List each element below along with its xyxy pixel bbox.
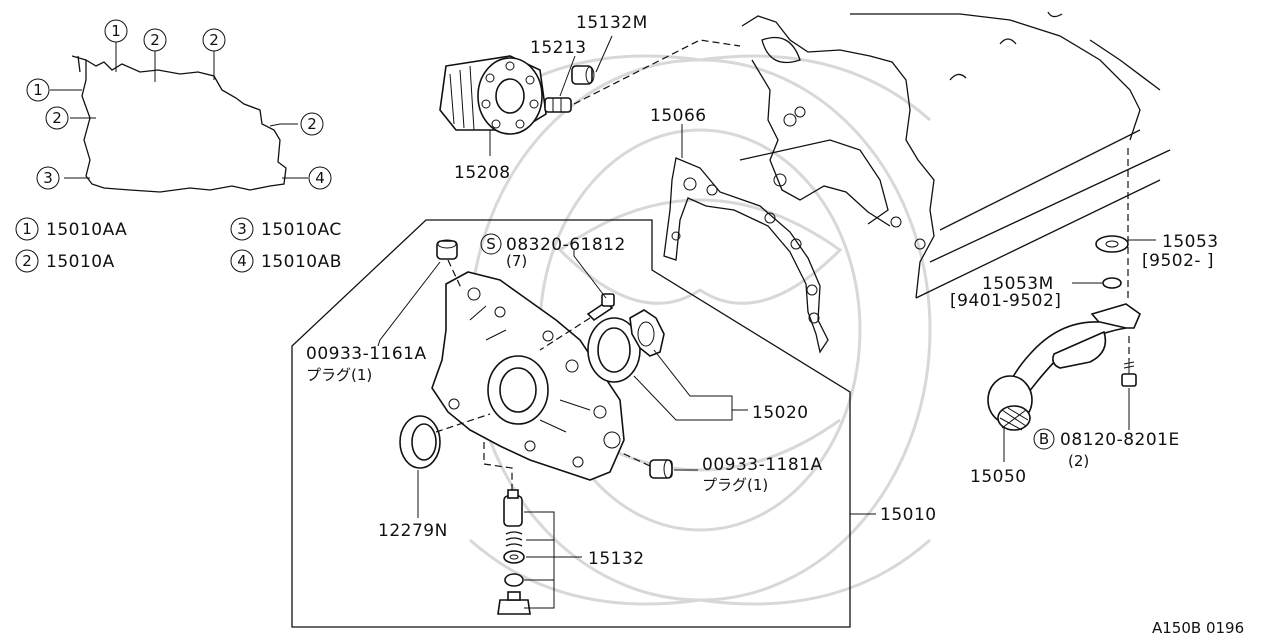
symbol-b: B [1033,428,1055,450]
filter-stud [544,97,572,113]
desc-00933-1161A: プラグ(1) [306,366,372,384]
svg-text:2: 2 [307,115,317,133]
svg-text:S: S [486,235,496,253]
dash-filter-to-block [573,39,741,105]
oil-filter [439,55,547,135]
gasket-marker-4: 1 [26,78,50,102]
svg-text:15010AC: 15010AC [261,220,342,240]
desc-00933-1181A: プラグ(1) [702,476,768,494]
gasket-leaders [50,42,308,179]
pump-gear-outer [587,317,641,383]
legend-item-4: 4 15010AB [230,249,342,273]
leader-15132M [595,35,613,73]
legend-item-1: 1 15010AA [15,217,127,241]
relief-cap [497,591,531,615]
label-15053M: 15053M [982,274,1054,294]
dash-plug-lower [619,451,651,467]
relief-washer-2 [504,573,524,587]
gasket-marker-5: 2 [45,106,69,130]
svg-text:15010AB: 15010AB [261,252,342,272]
svg-text:15010AA: 15010AA [46,220,127,240]
label-15132: 15132 [588,549,645,569]
dash-relief [483,442,513,490]
leader-08320 [573,250,607,299]
plug-upper [436,239,458,260]
relief-washer [503,550,525,564]
leader-15020 [633,349,733,421]
label-15208: 15208 [454,163,511,183]
svg-text:3: 3 [237,220,247,238]
label-00933-1161A: 00933-1161A [306,344,427,364]
dash-bolt [539,317,591,351]
leader-00933-1161A [377,261,441,347]
svg-text:2: 2 [22,252,32,270]
oil-pump-body [431,271,625,481]
gasket-outline [71,55,287,193]
assembly-frame [291,219,851,628]
bolt-08320 [586,293,615,322]
svg-text:2: 2 [150,31,160,49]
symbol-s: S [480,233,502,255]
gasket-marker-2: 2 [143,28,167,52]
watermark-emblem [468,54,932,606]
leader-15132 [524,511,582,609]
svg-text:2: 2 [209,31,219,49]
label-15066: 15066 [650,106,707,126]
diagram-code: A150B 0196 [1152,619,1244,637]
svg-text:B: B [1039,430,1049,448]
dash-seal [435,413,491,433]
relief-spring [505,531,523,547]
gasket-marker-7: 3 [36,166,60,190]
dash-plug-upper [447,259,463,291]
relief-plunger [503,489,523,527]
label-08320: 08320-61812 [506,235,626,255]
label-08120: 08120-8201E [1060,430,1180,450]
range-15053: [9502- ] [1142,251,1214,271]
pickup-oring-15053M [1102,277,1122,289]
label-15010: 15010 [880,505,937,525]
label-15050: 15050 [970,467,1027,487]
strainer-bolt [1121,360,1137,387]
leader-15213 [559,55,576,97]
svg-text:4: 4 [315,169,325,187]
svg-text:1: 1 [22,220,32,238]
legend-item-3: 3 15010AC [230,217,342,241]
qty-08120: (2) [1068,452,1089,470]
label-15020: 15020 [752,403,809,423]
qty-08320: (7) [506,252,527,270]
gasket-marker-8: 4 [308,166,332,190]
label-15213: 15213 [530,38,587,58]
oil-seal [399,415,441,469]
pump-gear-inner [629,309,665,357]
gasket-marker-1: 1 [104,19,128,43]
label-00933-1181A: 00933-1181A [702,455,823,475]
gasket-marker-3: 2 [202,28,226,52]
svg-text:2: 2 [52,109,62,127]
engine-block [739,11,1171,299]
oil-strainer [987,303,1141,431]
svg-text:1: 1 [33,81,43,99]
gasket-marker-6: 2 [300,112,324,136]
legend-item-2: 2 15010A [15,249,115,273]
svg-text:15010A: 15010A [46,252,115,272]
svg-text:4: 4 [237,252,247,270]
range-15053M: [9401-9502] [950,291,1061,311]
plug-lower [649,459,673,479]
label-15053: 15053 [1162,232,1219,252]
relief-valve-15132M [571,65,595,85]
front-cover-gasket [663,157,829,354]
svg-text:3: 3 [43,169,53,187]
label-15132M: 15132M [576,13,648,33]
label-12279N: 12279N [378,521,448,541]
pickup-gasket-15053 [1095,235,1129,253]
svg-text:1: 1 [111,22,121,40]
